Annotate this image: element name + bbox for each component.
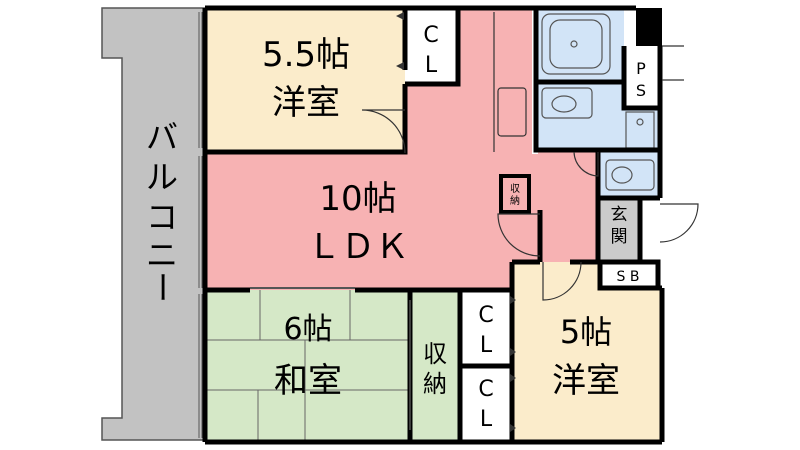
ps-floor [624, 48, 658, 108]
japanese-room-name: 和室 [274, 361, 342, 401]
balcony-char-5: ー [143, 271, 181, 303]
western-room-1-floor [207, 10, 405, 150]
toilet [605, 159, 655, 191]
closet-mid-c: C [478, 303, 493, 328]
entrance-char-1: 玄 [611, 205, 628, 225]
closet-bottom-floor [460, 366, 512, 440]
hallway-floor [538, 152, 598, 262]
ldk-size: 10帖 [319, 179, 396, 219]
japanese-storage-top: 収 [423, 340, 447, 368]
shoe-box-floor [598, 262, 658, 286]
western-room-2-name: 洋室 [552, 361, 620, 401]
western-room-1-name: 洋室 [272, 83, 340, 123]
walls [202, 5, 665, 445]
entrance-floor [598, 198, 638, 262]
tatami-lines [207, 290, 410, 440]
balcony-char-4: ニ [146, 236, 178, 274]
ps-corner [636, 8, 662, 46]
closet-top-c: C [423, 23, 438, 48]
western-room-2-size: 5帖 [560, 313, 612, 351]
balcony-char-3: コ [146, 198, 178, 236]
japanese-storage-bottom: 納 [423, 370, 447, 398]
entrance-char-2: 関 [611, 227, 628, 247]
ldk-name: ＬＤＫ [307, 227, 409, 267]
japanese-storage-floor [410, 290, 460, 440]
ldk-storage-top: 収 [510, 183, 520, 195]
toilet-floor [598, 152, 658, 198]
closet-bottom-l: L [480, 407, 493, 432]
western-room-1-size: 5.5帖 [262, 35, 350, 75]
closet-bottom-c: C [478, 377, 493, 402]
closet-door-marks [396, 12, 516, 432]
closet-top-floor [405, 10, 457, 82]
japanese-room-size: 6帖 [283, 312, 332, 347]
doors [361, 45, 699, 430]
closet-mid-l: L [480, 333, 493, 358]
closet-mid-floor [460, 290, 512, 366]
japanese-room-floor [207, 290, 410, 440]
ldk-storage-bottom: 納 [510, 194, 520, 207]
balcony-char-2: ル [146, 158, 178, 196]
shoe-box-label: S B [617, 269, 640, 285]
western-room-2-floor [512, 262, 660, 440]
ps-p: P [636, 59, 646, 78]
ps-s: S [636, 81, 646, 100]
kitchen-counter [493, 12, 527, 152]
closet-top-l: L [425, 53, 438, 78]
bathtub [541, 13, 611, 75]
balcony-char-1: バ [146, 118, 178, 156]
window-sashes [198, 12, 355, 438]
